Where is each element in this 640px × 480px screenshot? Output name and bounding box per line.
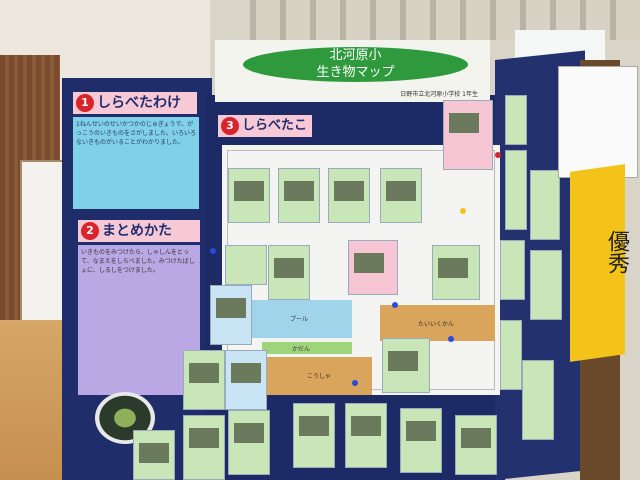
map-area-school: こうしゃ [267,357,372,395]
species-card [268,245,310,300]
title-line-1: 北河原小 [329,48,382,63]
species-card [133,430,175,480]
section-reason-tag: 1 しらべたわけ [73,92,197,114]
section-findings-tag: 3 しらべたこと [218,115,312,155]
species-card [530,170,560,240]
species-card [348,240,398,295]
species-card [225,245,267,285]
map-marker [460,208,466,214]
species-card [228,168,270,223]
area-label: たいいくかん [418,321,455,328]
section-number: 3 [221,117,239,135]
species-card [183,415,225,480]
section-number: 2 [81,222,99,240]
school-name: 日野市立北河原小学校 1年生 [400,91,478,98]
legend-sheet [558,66,638,178]
species-card [500,240,525,300]
species-photo [234,423,264,443]
area-label: プール [290,316,309,323]
section-label: しらべたわけ [97,95,181,111]
species-card [278,168,320,223]
species-photo [274,258,304,278]
species-card [328,168,370,223]
section-label: まとめかた [102,223,172,239]
species-card [382,338,430,393]
map-marker [352,380,358,386]
species-card [345,403,387,468]
species-card [380,168,422,223]
species-card [505,95,527,145]
map-area-field: かだん [262,342,352,354]
reason-text-box: 1ねんせいのせいかつかのじゅぎょうで、がっこうのいきものをさがしました。いろいろ… [73,117,199,209]
summary-text-box: いきものをみつけたら、しゃしんをとって、なまえをしらべました。みつけたばしょに、… [78,245,200,395]
title-line-2: 生き物マップ [316,65,395,80]
species-photo [386,181,416,201]
species-card [505,150,527,230]
map-marker [210,248,216,254]
species-card [455,415,497,475]
species-photo [388,351,418,371]
area-label: かだん [292,346,311,353]
species-card [530,250,562,320]
species-card [500,320,522,390]
species-card [225,350,267,410]
species-photo [189,428,219,448]
species-photo [461,428,491,448]
poster-header: 北河原小 生き物マップ 日野市立北河原小学校 1年生 [215,40,490,102]
map-marker [495,152,501,158]
map-marker [448,336,454,342]
section-number: 1 [76,94,94,112]
map-marker [392,302,398,308]
title-oval: 北河原小 生き物マップ [243,47,468,82]
species-card [210,285,252,345]
species-photo [216,298,246,318]
species-photo [189,363,219,383]
species-photo [139,443,169,463]
species-photo [299,416,329,436]
area-label: こうしゃ [307,373,332,380]
species-photo [231,363,261,383]
section-summary-tag: 2 まとめかた [78,220,200,242]
species-photo [334,181,364,201]
species-card [183,350,225,410]
species-photo [438,258,468,278]
species-card [522,360,554,440]
species-card [400,408,442,473]
species-card [293,403,335,468]
species-photo [449,113,479,133]
species-card [432,245,480,300]
door [20,160,69,324]
award-text: 優秀 [604,230,629,274]
map-area-pool: プール [252,300,352,338]
species-photo [284,181,314,201]
species-photo [354,253,384,273]
species-photo [406,421,436,441]
species-card [443,100,493,170]
map-area-gym: たいいくかん [380,305,495,341]
species-card [228,410,270,475]
species-photo [234,181,264,201]
species-photo [351,416,381,436]
